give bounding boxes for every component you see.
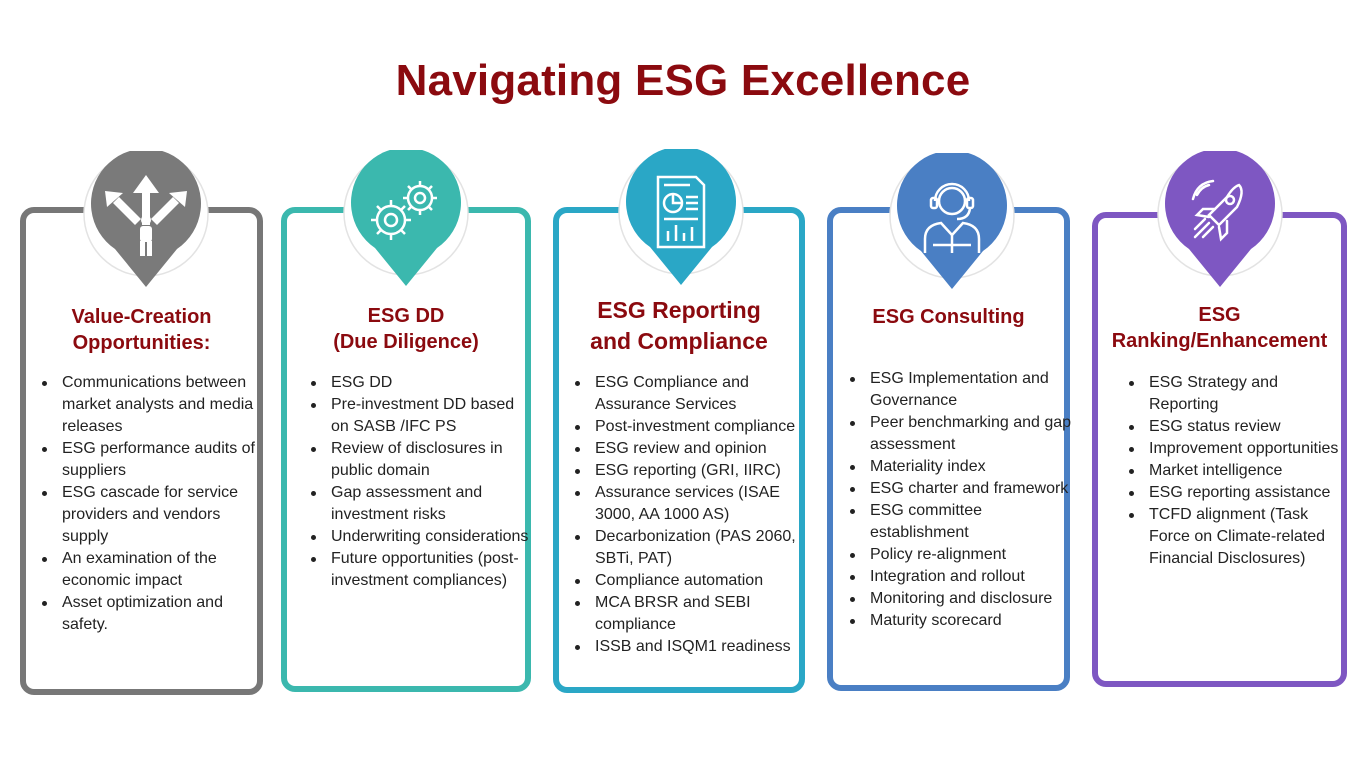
list-item: Pre-investment DD based on SASB /IFC PS xyxy=(307,394,529,438)
card-title: Value-Creation Opportunities: xyxy=(71,306,212,355)
list-item: Gap assessment and investment risks xyxy=(307,482,529,526)
list-item: Underwriting considerations xyxy=(307,526,529,548)
list-item: ESG review and opinion xyxy=(571,438,807,460)
list-item: Communications between market analysts a… xyxy=(38,372,263,438)
list-item: Assurance services (ISAE 3000, AA 1000 A… xyxy=(571,482,807,526)
card-item-list: ESG Implementation and Governance Peer b… xyxy=(846,368,1072,632)
card-item-list: ESG Strategy and Reporting ESG status re… xyxy=(1125,372,1345,570)
list-item: Market intelligence xyxy=(1125,460,1345,482)
crossroads-arrows-icon xyxy=(83,151,209,289)
value-creation-card: Value-Creation Opportunities: Communicat… xyxy=(20,207,263,695)
list-item: ESG committee establishment xyxy=(846,500,1072,544)
list-item: Policy re-alignment xyxy=(846,544,1072,566)
list-item: ESG Strategy and Reporting xyxy=(1125,372,1345,416)
list-item: Materiality index xyxy=(846,456,1072,478)
list-item: TCFD alignment (Task Force on Climate-re… xyxy=(1125,504,1345,570)
rocket-icon xyxy=(1157,151,1283,289)
card-title: ESG Consulting xyxy=(872,306,1025,328)
list-item: Improvement opportunities xyxy=(1125,438,1345,460)
due-diligence-card: ESG DD (Due Diligence) ESG DD Pre-invest… xyxy=(281,207,531,692)
list-item: Monitoring and disclosure xyxy=(846,588,1072,610)
list-item: Maturity scorecard xyxy=(846,610,1072,632)
consultant-headset-icon xyxy=(889,153,1015,291)
list-item: ISSB and ISQM1 readiness xyxy=(571,636,807,658)
list-item: Asset optimization and safety. xyxy=(38,592,263,636)
gears-icon xyxy=(343,150,469,288)
card-item-list: ESG DD Pre-investment DD based on SASB /… xyxy=(307,372,529,592)
list-item: ESG DD xyxy=(307,372,529,394)
consulting-card: ESG Consulting ESG Implementation and Go… xyxy=(827,207,1072,691)
list-item: ESG cascade for service providers and ve… xyxy=(38,482,263,548)
list-item: Integration and rollout xyxy=(846,566,1072,588)
ranking-enhancement-card: ESG Ranking/Enhancement ESG Strategy and… xyxy=(1092,212,1347,687)
card-title: ESG Ranking/Enhancement xyxy=(1111,304,1328,353)
list-item: Decarbonization (PAS 2060, SBTi, PAT) xyxy=(571,526,807,570)
list-item: Post-investment compliance xyxy=(571,416,807,438)
list-item: ESG reporting (GRI, IIRC) xyxy=(571,460,807,482)
list-item: Review of disclosures in public domain xyxy=(307,438,529,482)
list-item: Peer benchmarking and gap assessment xyxy=(846,412,1072,456)
list-item: ESG status review xyxy=(1125,416,1345,438)
list-item: An examination of the economic impact xyxy=(38,548,263,592)
list-item: ESG performance audits of suppliers xyxy=(38,438,263,482)
report-document-icon xyxy=(618,149,744,287)
card-title: ESG DD (Due Diligence) xyxy=(333,305,479,354)
list-item: MCA BRSR and SEBI compliance xyxy=(571,592,807,636)
list-item: ESG Compliance and Assurance Services xyxy=(571,372,807,416)
list-item: Compliance automation xyxy=(571,570,807,592)
list-item: Future opportunities (post-investment co… xyxy=(307,548,529,592)
card-title: ESG Reporting and Compliance xyxy=(590,297,768,355)
card-item-list: Communications between market analysts a… xyxy=(38,372,263,636)
reporting-compliance-card: ESG Reporting and Compliance ESG Complia… xyxy=(553,207,805,693)
list-item: ESG Implementation and Governance xyxy=(846,368,1072,412)
page-title: Navigating ESG Excellence xyxy=(395,56,971,105)
list-item: ESG charter and framework xyxy=(846,478,1072,500)
list-item: ESG reporting assistance xyxy=(1125,482,1345,504)
card-item-list: ESG Compliance and Assurance Services Po… xyxy=(571,372,807,658)
